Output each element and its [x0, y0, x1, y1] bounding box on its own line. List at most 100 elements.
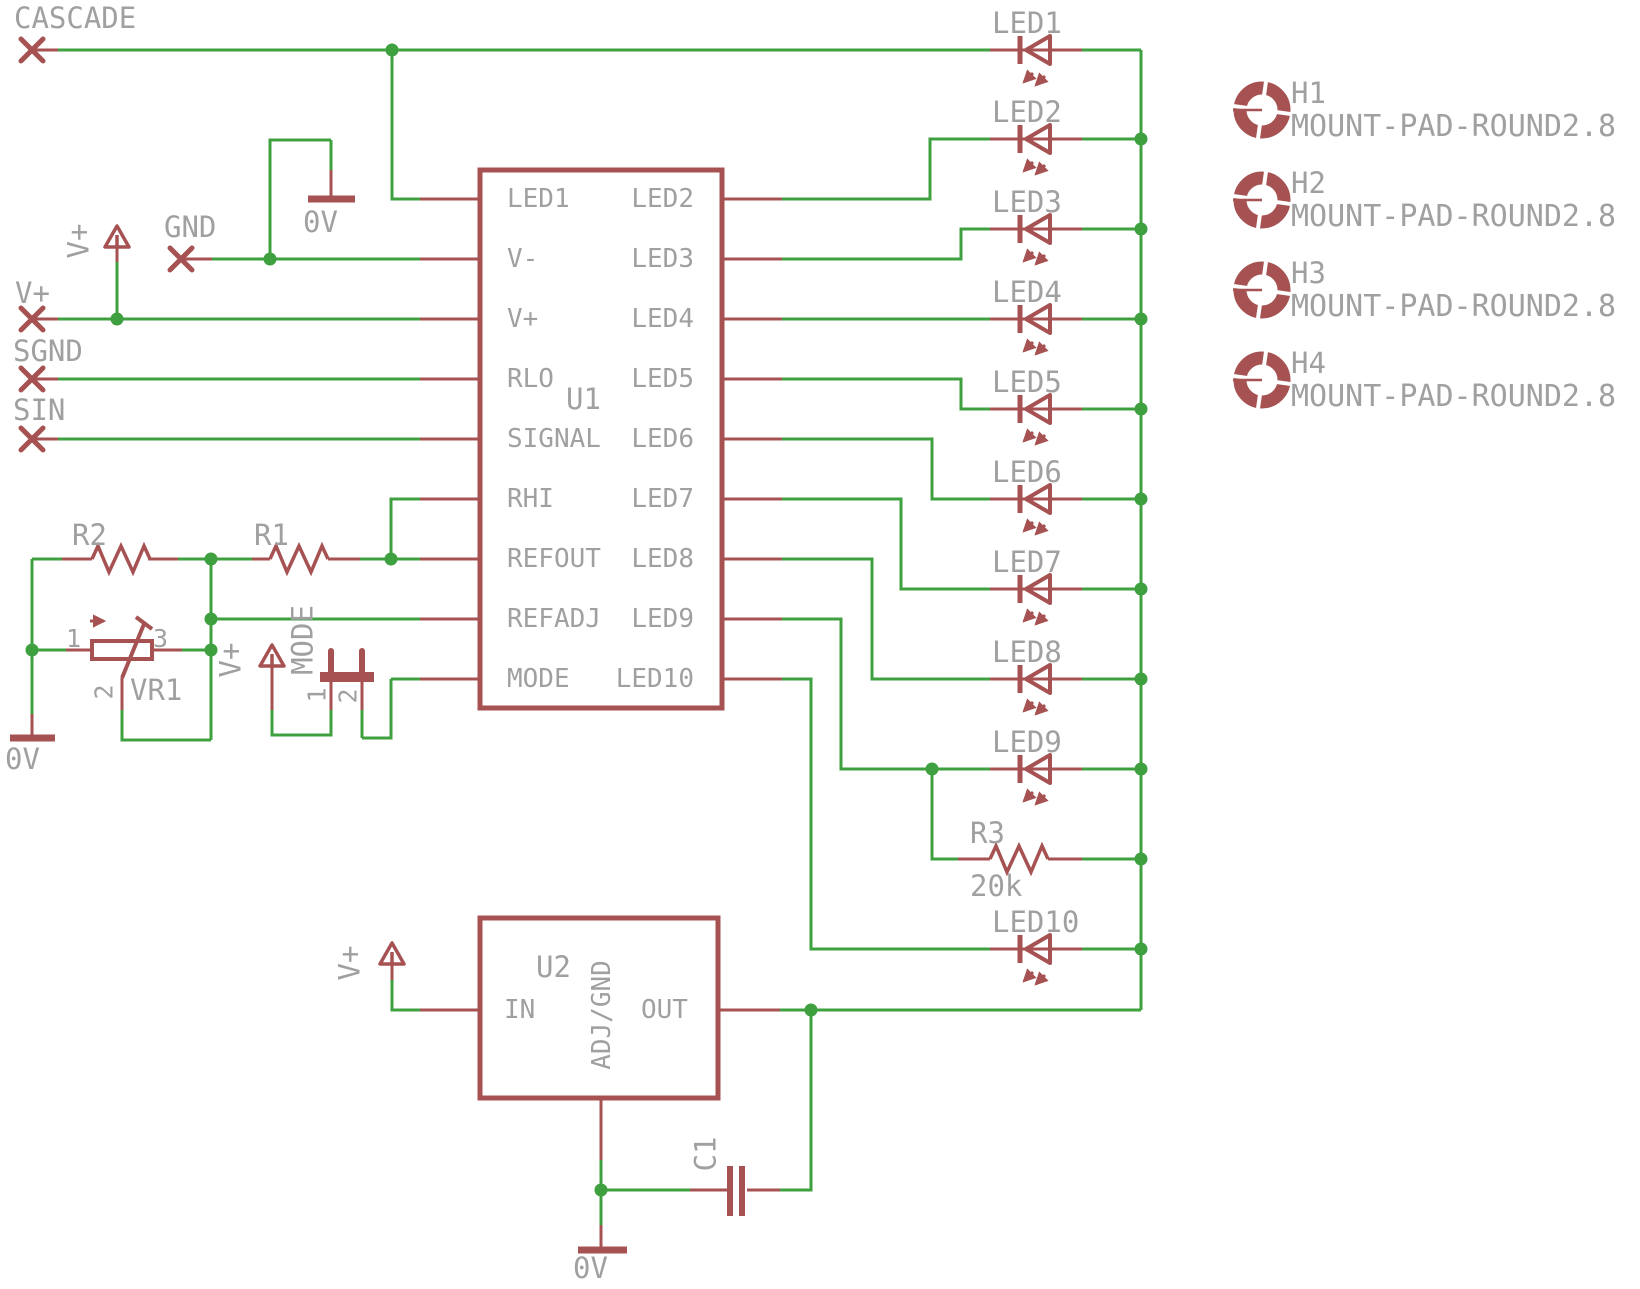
c1-refdes: C1 — [688, 1136, 723, 1172]
jumper-pins — [328, 648, 365, 675]
junction-dot — [1134, 582, 1148, 596]
mount-pad-icon-1[interactable] — [1231, 79, 1293, 141]
vplus-arrow-icon-1 — [103, 224, 131, 249]
r1-refdes: R1 — [254, 518, 289, 552]
led-symbol-6[interactable] — [1017, 483, 1052, 536]
jumper-mode-label: MODE — [285, 605, 320, 675]
vplus-rail-label-3: V+ — [332, 945, 367, 981]
u2-pin-out-label: OUT — [641, 995, 688, 1025]
component-pin-leads — [30, 48, 1082, 1248]
led-label-7: LED7 — [992, 545, 1062, 579]
junction-dots — [25, 43, 1148, 1197]
led-symbol-1[interactable] — [1017, 34, 1052, 87]
sin-label: SIN — [13, 393, 66, 427]
jumper-pin1-label: 1 — [302, 687, 332, 703]
u2-pin-in-label: IN — [504, 995, 536, 1025]
junction-dot — [1134, 492, 1148, 506]
jumper-pin2-label: 2 — [333, 688, 363, 704]
vplus-rail-label-1: V+ — [61, 223, 96, 259]
c1-plate-left — [727, 1166, 733, 1216]
junction-dot — [25, 643, 39, 657]
cascade-label: CASCADE — [14, 1, 137, 35]
vplus-conn-label: V+ — [15, 276, 50, 310]
u1-pin-signal: SIGNAL — [507, 424, 601, 454]
led-symbol-10[interactable] — [1017, 933, 1052, 986]
mount-pad-symbols[interactable] — [1231, 79, 1293, 411]
jumper-bar — [320, 672, 374, 682]
vplus-supply-symbols[interactable] — [103, 224, 406, 966]
junction-dot — [1134, 942, 1148, 956]
u1-pin-led2: LED2 — [631, 184, 694, 214]
mount-pad-value-2: MOUNT-PAD-ROUND2.8 — [1291, 199, 1617, 234]
u2-body — [477, 915, 721, 1101]
jumper-symbol[interactable] — [320, 648, 374, 682]
u1-pin-led4: LED4 — [631, 304, 694, 334]
vr1-pin2-label: 2 — [89, 684, 119, 700]
led-symbol-7[interactable] — [1017, 573, 1052, 626]
u1-pin-led6: LED6 — [631, 424, 694, 454]
r3-value: 20k — [970, 869, 1023, 903]
junction-dot — [204, 552, 218, 566]
u1-pin-rhi: RHI — [507, 484, 554, 514]
led-symbols[interactable] — [1017, 34, 1052, 986]
u1-pin-led3: LED3 — [631, 244, 694, 274]
led-label-1: LED1 — [992, 6, 1062, 40]
mount-pad-name-4: H4 — [1291, 346, 1326, 380]
ic-symbols[interactable] — [477, 167, 725, 1101]
junction-dot — [594, 1183, 608, 1197]
led-anode-bus-stubs — [1082, 48, 1141, 951]
u1-pin-rlo: RLO — [507, 364, 554, 394]
vr1-refdes: VR1 — [130, 673, 183, 707]
r3-refdes: R3 — [970, 816, 1005, 850]
led-label-3: LED3 — [992, 185, 1062, 219]
vr1-body — [90, 639, 154, 661]
u1-pin-v: V- — [507, 244, 539, 274]
u1-pin-led9: LED9 — [631, 604, 694, 634]
led-feed-wires — [782, 137, 990, 951]
junction-dot — [204, 612, 218, 626]
connector-pins[interactable] — [18, 36, 195, 453]
vplus-arrow-icon-3 — [378, 941, 406, 966]
mount-pad-value-3: MOUNT-PAD-ROUND2.8 — [1291, 289, 1617, 324]
led-label-6: LED6 — [992, 455, 1062, 489]
resistor-symbols[interactable] — [90, 541, 1050, 877]
r2-refdes: R2 — [72, 518, 107, 552]
led-symbol-8[interactable] — [1017, 663, 1052, 716]
u1-pin-mode: MODE — [507, 664, 570, 694]
led-symbol-2[interactable] — [1017, 123, 1052, 176]
sgnd-pin-icon — [18, 365, 46, 393]
vr1-pin3-label: 3 — [153, 624, 169, 653]
mount-pad-icon-3[interactable] — [1231, 259, 1293, 321]
zero-volt-label-left: 0V — [5, 742, 40, 776]
u1-pin-led5: LED5 — [631, 364, 694, 394]
cascade-pin-icon — [18, 36, 46, 64]
junction-dot — [1134, 132, 1148, 146]
junction-dot — [385, 43, 399, 57]
led-symbol-4[interactable] — [1017, 303, 1052, 356]
u1-pin-led8: LED8 — [631, 544, 694, 574]
sgnd-label: SGND — [13, 334, 83, 368]
c1-plate-right — [739, 1166, 745, 1216]
resistor-r1 — [268, 541, 330, 577]
junction-dot — [1134, 852, 1148, 866]
mount-pad-name-2: H2 — [1291, 166, 1326, 200]
junction-dot — [263, 252, 277, 266]
junction-dot — [384, 552, 398, 566]
u1-refdes: U1 — [566, 382, 601, 416]
potentiometer-symbol[interactable] — [90, 614, 154, 679]
gnd-label: GND — [164, 210, 217, 244]
vplus-rail-label-2: V+ — [213, 642, 248, 678]
led-symbol-3[interactable] — [1017, 213, 1052, 266]
led-symbol-5[interactable] — [1017, 393, 1052, 446]
led-symbol-9[interactable] — [1017, 753, 1052, 806]
ground-symbols[interactable] — [10, 195, 627, 1254]
mount-pad-value-1: MOUNT-PAD-ROUND2.8 — [1291, 109, 1617, 144]
net-wires[interactable] — [30, 48, 1143, 1225]
capacitor-symbol[interactable] — [727, 1166, 745, 1216]
vr1-wiper — [120, 615, 154, 679]
mount-pad-icon-2[interactable] — [1231, 169, 1293, 231]
mount-pad-icon-4[interactable] — [1231, 349, 1293, 411]
gnd-pin-icon — [167, 245, 195, 273]
led-label-9: LED9 — [992, 725, 1062, 759]
